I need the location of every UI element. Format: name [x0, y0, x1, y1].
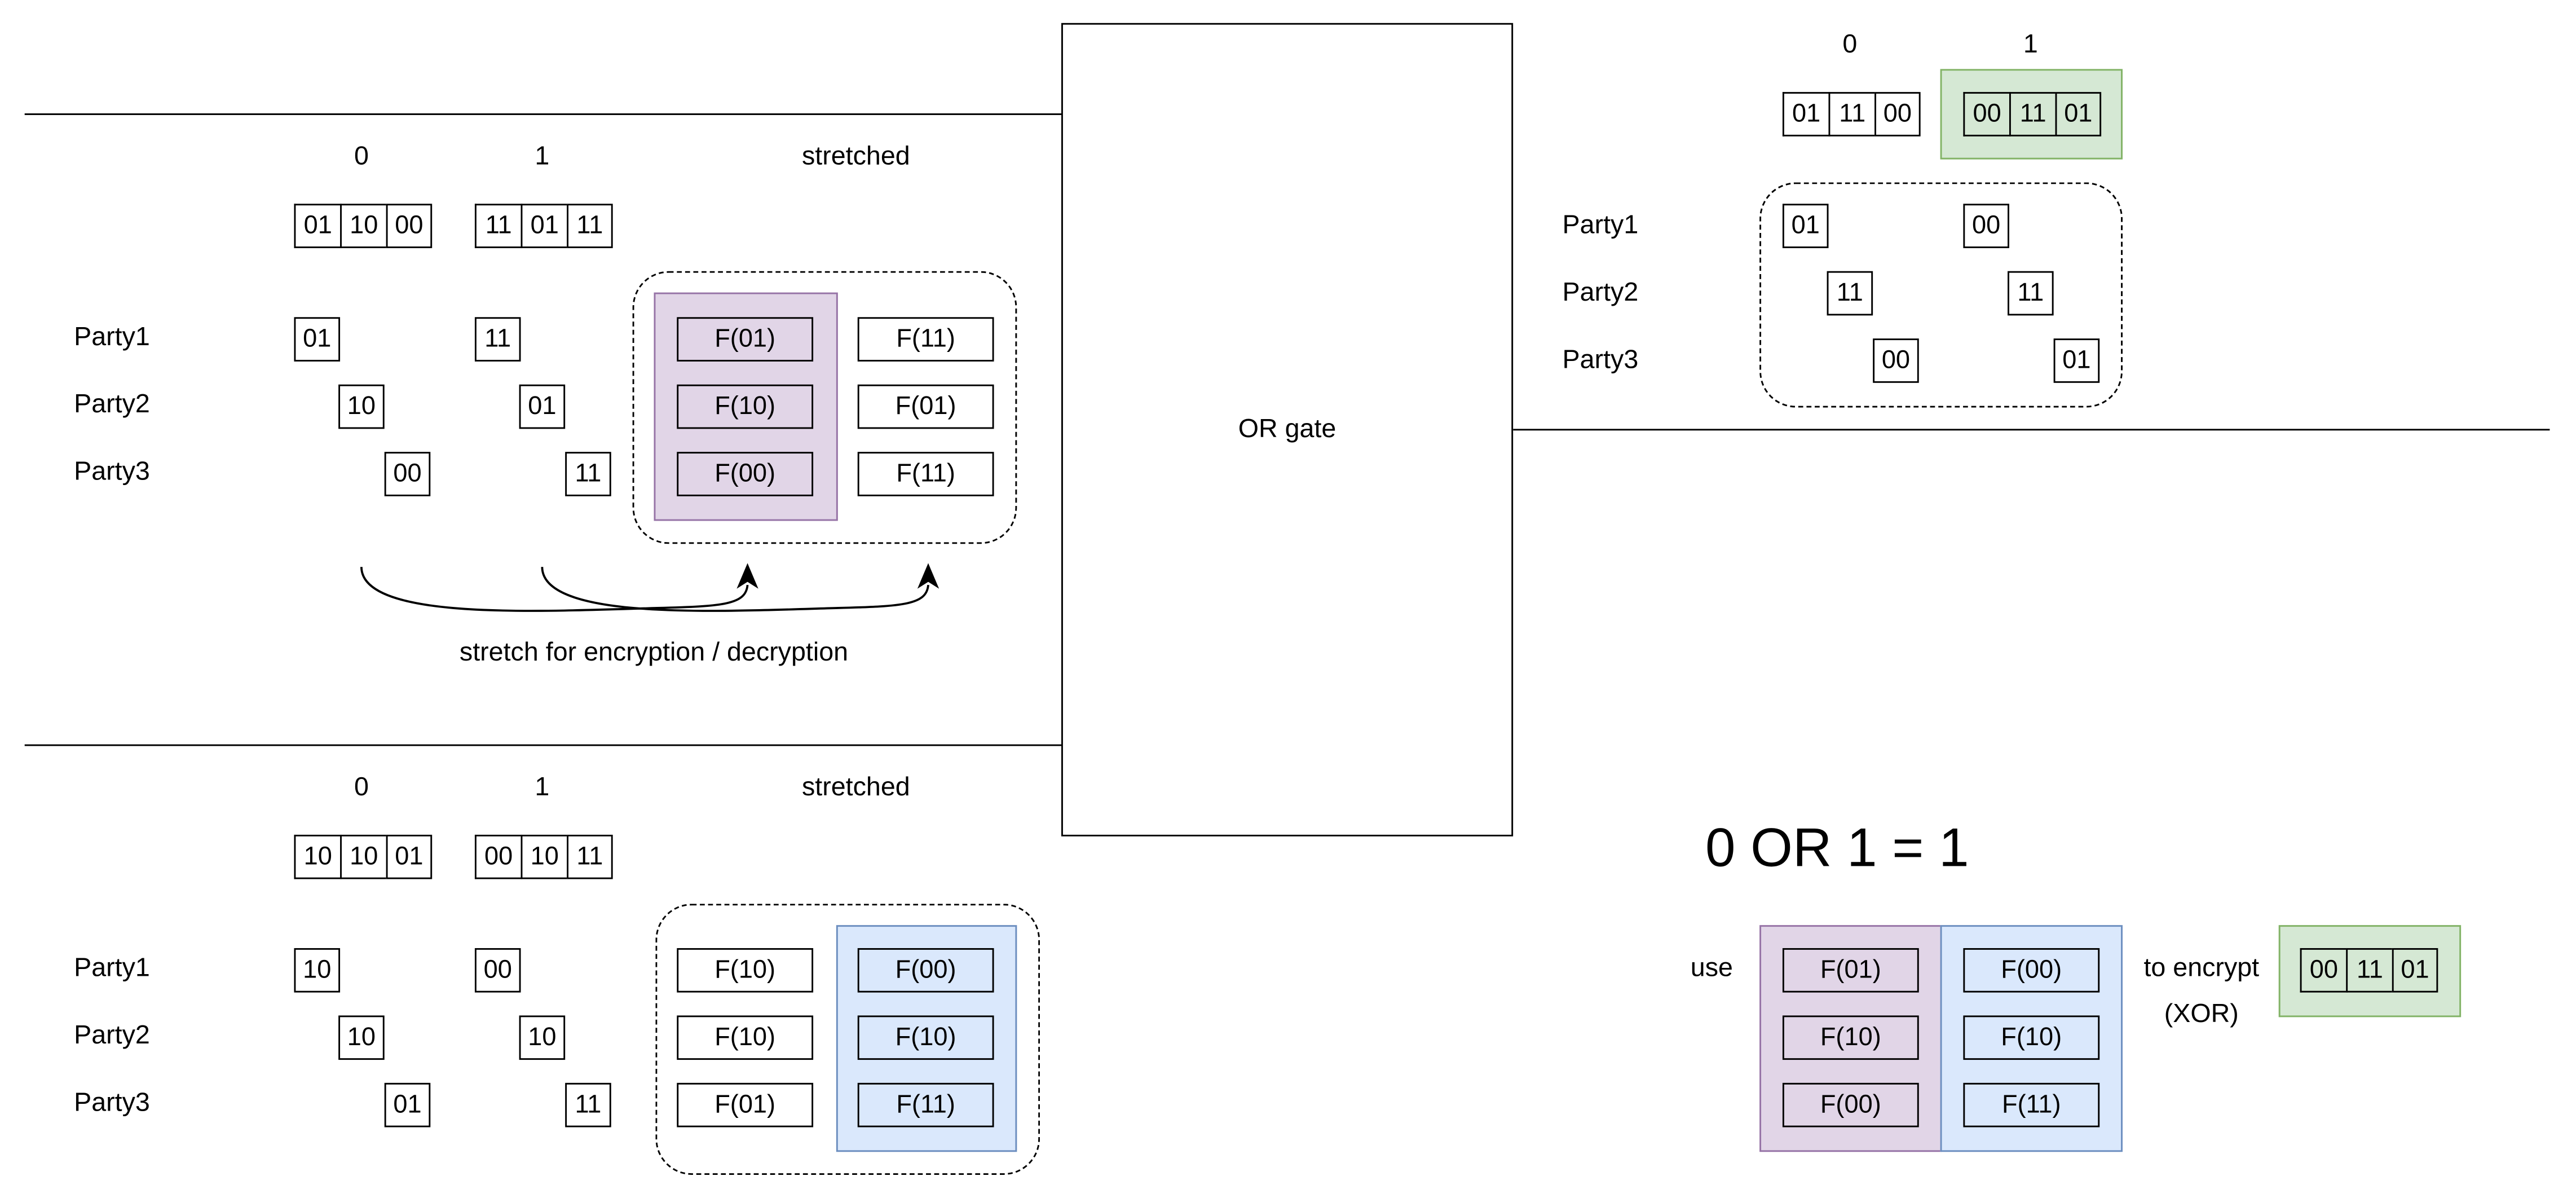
key-cell: 11 [1828, 92, 1875, 136]
result-key-highlight [2278, 925, 2462, 1018]
key-cell: 00 [1963, 92, 2009, 136]
share-cell: 01 [384, 1082, 431, 1127]
share-cell: 11 [2008, 271, 2054, 316]
key-cell: 01 [294, 204, 341, 248]
output-shares-group [1759, 182, 2123, 408]
key-cell: 01 [2055, 92, 2102, 136]
col-label-zero: 0 [1842, 31, 1858, 59]
use-cell: F(00) [1782, 1082, 1919, 1127]
share-cell: 00 [384, 452, 431, 496]
stretched-cell: F(10) [677, 384, 814, 429]
share-cell: 01 [2053, 338, 2100, 383]
encrypt-label: to encrypt [2143, 954, 2260, 983]
party-label: Party3 [74, 1089, 150, 1118]
key-zero-b: 10 10 01 [294, 834, 433, 879]
stretched-cell: F(00) [857, 948, 994, 993]
key-cell: 00 [2300, 948, 2346, 993]
stretched-cell: F(01) [677, 317, 814, 362]
stretched-cell: F(11) [857, 452, 994, 496]
stretch-caption: stretch for encryption / decryption [459, 639, 849, 667]
key-one-b: 00 10 11 [474, 834, 613, 879]
divider-right [1513, 429, 2550, 431]
share-cell: 00 [1873, 338, 1919, 383]
party-label: Party2 [1562, 279, 1639, 307]
share-cell: 11 [565, 452, 611, 496]
stretch-arrows [360, 563, 939, 612]
stretched-cell: F(11) [857, 1082, 994, 1127]
share-cell: 00 [474, 948, 521, 993]
stretched-group-a [632, 271, 1017, 544]
col-label-stretched: stretched [801, 143, 910, 171]
key-cell: 11 [474, 204, 521, 248]
or-gate-label: OR gate [1238, 415, 1336, 443]
share-cell: 11 [474, 317, 521, 362]
key-cell: 11 [2346, 948, 2392, 993]
key-cell: 00 [474, 834, 521, 879]
party-label: Party2 [74, 1022, 150, 1050]
key-cell: 01 [1782, 92, 1829, 136]
col-label-one: 1 [535, 143, 550, 171]
xor-label: (XOR) [2164, 1001, 2239, 1029]
stretched-cell: F(01) [857, 384, 994, 429]
key-cell: 11 [567, 204, 613, 248]
share-cell: 11 [1827, 271, 1873, 316]
col-label-zero: 0 [354, 774, 369, 802]
party-label: Party1 [74, 323, 150, 352]
party-label: Party3 [74, 458, 150, 487]
col-label-one: 1 [2023, 31, 2038, 59]
use-cell: F(10) [1782, 1015, 1919, 1060]
equation-text: 0 OR 1 = 1 [1705, 816, 1969, 878]
use-cell: F(10) [1963, 1015, 2100, 1060]
stretched-cell: F(01) [677, 1082, 814, 1127]
key-cell: 10 [340, 834, 386, 879]
share-cell: 01 [1782, 204, 1829, 248]
key-cell: 00 [1874, 92, 1921, 136]
use-label: use [1690, 954, 1733, 983]
stretched-cell: F(10) [677, 1015, 814, 1060]
key-cell: 01 [386, 834, 433, 879]
stretched-cell: F(00) [677, 452, 814, 496]
key-cell: 10 [294, 834, 341, 879]
party-label: Party1 [74, 954, 150, 983]
key-zero-a: 01 10 00 [294, 204, 433, 248]
col-label-zero: 0 [354, 143, 369, 171]
key-cell: 01 [2392, 948, 2438, 993]
key-cell: 11 [2009, 92, 2055, 136]
col-label-one: 1 [535, 774, 550, 802]
key-cell: 01 [521, 204, 567, 248]
share-cell: 10 [519, 1015, 566, 1060]
output-key-zero: 01 11 00 [1782, 92, 1921, 136]
share-cell: 01 [294, 317, 341, 362]
output-key-one: 00 11 01 [1963, 92, 2102, 136]
party-label: Party2 [74, 391, 150, 419]
stretched-cell: F(10) [857, 1015, 994, 1060]
output-key-one-highlight [1940, 69, 2123, 160]
share-cell: 11 [565, 1082, 611, 1127]
divider-middle [24, 744, 1061, 746]
share-cell: 01 [519, 384, 566, 429]
share-cell: 00 [1963, 204, 2009, 248]
key-cell: 10 [521, 834, 567, 879]
key-cell: 10 [340, 204, 386, 248]
or-gate-box: OR gate [1061, 23, 1514, 836]
share-cell: 10 [338, 384, 385, 429]
share-cell: 10 [338, 1015, 385, 1060]
party-label: Party3 [1562, 346, 1639, 375]
use-cell: F(00) [1963, 948, 2100, 993]
stretched-cell: F(10) [677, 948, 814, 993]
divider-top [24, 113, 1061, 115]
key-cell: 11 [567, 834, 613, 879]
stretched-group-b [655, 904, 1040, 1175]
stretched-cell: F(11) [857, 317, 994, 362]
share-cell: 10 [294, 948, 341, 993]
use-cell: F(01) [1782, 948, 1919, 993]
key-one-a: 11 01 11 [474, 204, 613, 248]
result-key: 00 11 01 [2300, 948, 2438, 993]
col-label-stretched: stretched [801, 774, 910, 802]
key-cell: 00 [386, 204, 433, 248]
use-cell: F(11) [1963, 1082, 2100, 1127]
party-label: Party1 [1562, 212, 1639, 240]
